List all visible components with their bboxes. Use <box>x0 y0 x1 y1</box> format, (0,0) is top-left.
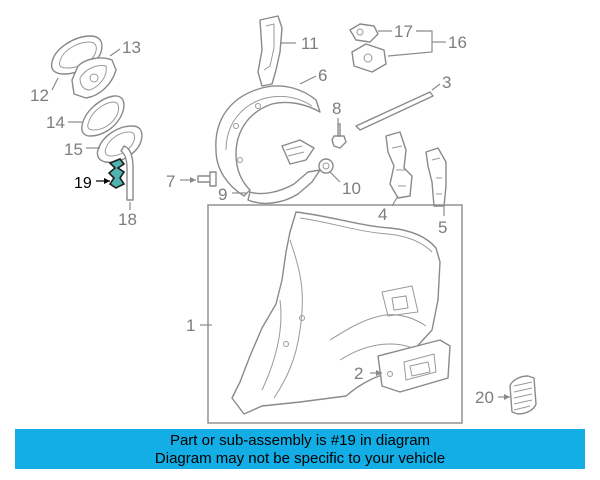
bolt-part[interactable] <box>331 123 347 149</box>
outer-bracket-part[interactable] <box>425 147 447 207</box>
info-banner: Part or sub-assembly is #19 in diagram D… <box>15 429 585 469</box>
part-19-label: 19 <box>74 175 92 192</box>
weatherstrip-part[interactable] <box>355 91 434 131</box>
push-clip-part[interactable] <box>197 171 217 187</box>
part-20-label: 20 <box>475 388 494 407</box>
part-16-label: 16 <box>448 33 467 52</box>
vent-grille-part[interactable] <box>509 375 537 415</box>
part-13-label: 13 <box>122 38 141 57</box>
part-4-label: 4 <box>378 205 387 224</box>
part-9-label: 9 <box>218 185 227 204</box>
quarter-panel-box <box>207 204 463 424</box>
part-18-label: 18 <box>118 210 137 229</box>
inner-bracket-part[interactable] <box>385 131 413 199</box>
part-17-label: 17 <box>394 22 413 41</box>
wheel-liner-part[interactable] <box>215 85 321 205</box>
part-10-label: 10 <box>342 179 361 198</box>
part-15-label: 15 <box>64 140 83 159</box>
part-14-label: 14 <box>46 113 65 132</box>
fuel-door-panel-part[interactable] <box>81 95 125 137</box>
banner-line-1: Part or sub-assembly is #19 in diagram <box>169 432 431 449</box>
part-1-label: 1 <box>186 316 195 335</box>
latch-assembly-part[interactable] <box>349 23 387 73</box>
part-11-label: 11 <box>301 34 319 53</box>
part-3-label: 3 <box>442 73 451 92</box>
part-8-label: 8 <box>332 99 341 118</box>
drain-hose-part[interactable] <box>120 145 134 201</box>
part-5-label: 5 <box>438 218 447 237</box>
part-7-label: 7 <box>166 172 175 191</box>
fuel-door-housing-part[interactable] <box>71 57 117 99</box>
clip-part-highlighted[interactable] <box>107 158 126 189</box>
nut-part[interactable] <box>318 158 334 174</box>
part-6-label: 6 <box>318 66 327 85</box>
pillar-trim-part[interactable] <box>257 15 283 87</box>
part-12-label: 12 <box>30 86 49 105</box>
extension-panel-part[interactable] <box>377 339 451 393</box>
part-2-label: 2 <box>354 364 363 383</box>
banner-line-2: Diagram may not be specific to your vehi… <box>154 450 446 467</box>
